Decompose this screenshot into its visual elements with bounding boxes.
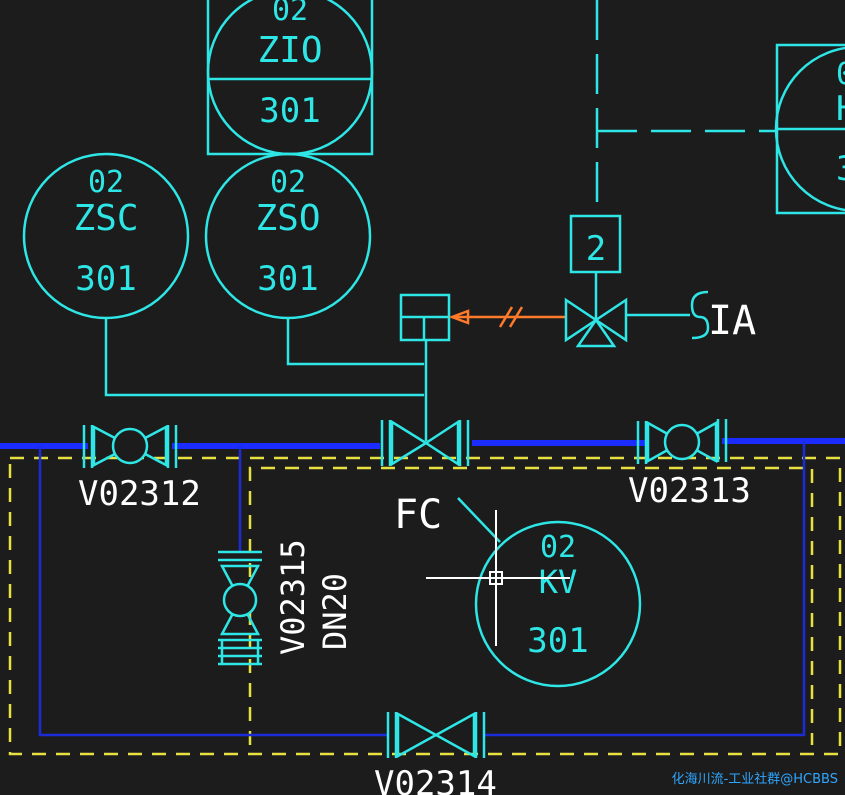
zsc-loop-text: 301 [75,259,136,299]
cad-crosshair-cursor-icon[interactable] [426,510,570,646]
v02314-tag: V02314 [374,764,497,795]
kv-area-text: 02 [540,530,576,565]
kv-function-text: KV [539,563,578,601]
package-boundary-inner [248,466,814,745]
signal-arrow-icon [448,309,470,325]
zso-loop-text: 301 [257,259,318,299]
air-supply-label: IA [708,298,756,344]
ball-valve-v02312[interactable] [82,424,178,468]
ball-valve-v02313[interactable] [636,419,728,464]
v02315-tag: V02315 [274,539,312,655]
instrument-zso[interactable]: 02 ZSO 301 [204,152,372,320]
instrument-zsc[interactable]: 02 ZSC 301 [22,152,190,320]
kv-loop-text: 301 [527,621,588,661]
ball-valve-v02315[interactable] [218,550,262,666]
partial-function-text: H [836,89,845,129]
v02315-size: DN20 [316,573,354,650]
fc-leader-line [457,497,501,543]
v02313-tag: V02313 [628,471,751,511]
zio-function-text: ZIO [257,30,322,71]
valve-actuator[interactable] [399,293,451,441]
instrument-partial-right[interactable]: 02 H 3 [774,43,845,215]
zio-area-text: 02 [272,0,308,28]
solenoid-number-text: 2 [586,229,606,269]
pneumatic-signal-line [448,306,566,328]
fail-close-label: FC [394,492,442,538]
zso-connection-line [286,318,424,366]
zio-loop-text: 301 [259,91,320,131]
main-process-line [0,438,845,449]
zso-function-text: ZSO [255,198,320,239]
instrument-kv[interactable]: 02 KV 301 [474,520,642,688]
zsc-function-text: ZSC [73,198,138,239]
partial-bubble [774,46,845,212]
kv-bubble [474,520,642,688]
zsc-connection-line [104,318,424,397]
zsc-area-text: 02 [88,165,124,200]
watermark-text: 化海川流-工业社群@HCBBS [672,771,838,787]
solenoid-valve[interactable]: 2 [564,214,710,348]
gate-valve-v02314[interactable] [386,711,486,759]
partial-area-text: 02 [836,57,845,92]
zso-area-text: 02 [270,165,306,200]
v02312-tag: V02312 [78,474,201,514]
bypass-line [38,441,806,737]
package-boundary-outer [8,456,842,756]
partial-loop-text: 3 [836,149,845,189]
air-supply-connector-icon [690,290,710,340]
main-control-valve[interactable] [380,419,470,467]
